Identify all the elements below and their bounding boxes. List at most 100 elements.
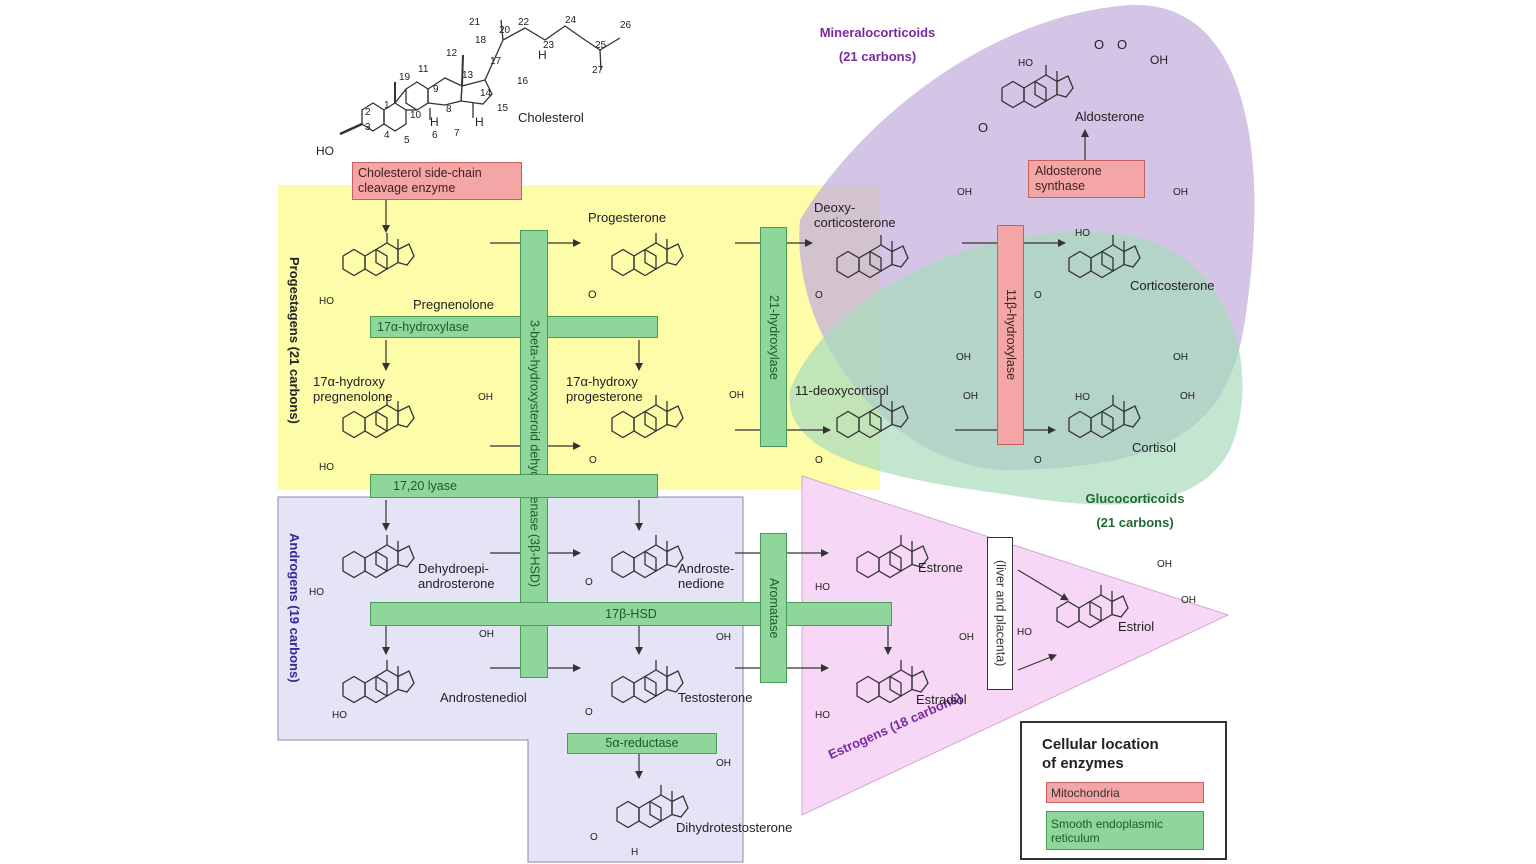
carbon-number: 26 [620,20,632,31]
label-deoxycorticosterone: Deoxy- corticosterone [814,200,896,230]
enzyme-cholesterol-scc[interactable]: Cholesterol side-chain cleavage enzyme [352,162,522,200]
legend-title-line1: Cellular location [1042,736,1159,753]
carbon-number: 15 [497,103,509,114]
estrogens-region [801,475,1230,816]
label-corticosterone: Corticosterone [1130,278,1215,293]
carbon-number: 27 [592,65,604,76]
carbon-number: 25 [595,40,607,51]
carbon-number: 2 [365,107,371,118]
enzyme-aromatase-label: Aromatase [767,577,781,639]
cholesterol-structure [339,19,621,136]
enzyme-cholesterol-scc-line2: cleavage enzyme [358,181,456,195]
group-oh-hydroxyprogesterone: OH [729,390,744,401]
enzyme-11b-hydroxylase[interactable]: 11β-hydroxylase [997,225,1024,445]
enzyme-17b-hsd[interactable]: 17β-HSD [370,602,892,626]
group-o-deoxycorticosterone: O [815,290,823,301]
carbon-number: 21 [469,17,481,28]
enzyme-17b-hsd-label: 17β-HSD [605,606,657,621]
label-estradiol: Estradiol [916,692,967,707]
label-dihydrotestosterone: Dihydrotestosterone [676,820,793,835]
label-cholesterol: Cholesterol [518,110,584,125]
label-dhea-line2: androsterone [418,576,495,591]
legend-item-smooth-er-line2: reticulum [1051,830,1100,845]
carbon-number: 17 [490,56,502,67]
enzyme-11b-hydroxylase-label: 11β-hydroxylase [1004,289,1018,381]
group-oh-cortisol-top: OH [1173,352,1188,363]
group-ho-estrone: HO [815,582,830,593]
group-oh-deoxycortisol-side: OH [963,391,978,402]
group-oh-estriol-top: OH [1157,559,1172,570]
label-hydroxypregnenolone-line2: pregnenolone [313,389,393,404]
group-o-cortisol: O [1034,455,1042,466]
carbon-number: 10 [410,110,422,121]
group-o-aldosterone-aldehyde: O [1094,37,1105,52]
mineralocorticoids-title-line2: (21 carbons) [838,49,917,64]
label-hydroxyprogesterone-line2: progesterone [566,389,643,404]
enzyme-17-20-lyase[interactable]: 17,20 lyase [370,474,658,498]
progestagens-title: Progestagens (21 carbons) [287,256,302,424]
group-h-cholesterol-1: H [430,115,439,129]
carbon-number: 18 [475,35,487,46]
androgens-title: Androgens (19 carbons) [287,532,302,683]
carbon-number: 20 [499,25,511,36]
mineralocorticoids-title-line1: Mineralocorticoids [819,25,936,40]
group-oh-cortisol-side: OH [1180,391,1195,402]
group-oh-corticosterone: OH [1173,187,1188,198]
label-deoxycorticosterone-line1: Deoxy- [814,200,856,215]
enzyme-5a-reductase[interactable]: 5α-reductase [567,733,717,754]
label-cortisol: Cortisol [1132,440,1177,455]
legend-item-smooth-er-line1: Smooth endoplasmic [1051,816,1164,831]
legend-title: Cellular location of enzymes [1042,735,1159,773]
group-ho-estradiol: HO [815,710,830,721]
group-h-cholesterol-3: H [538,48,547,62]
enzyme-liver-placenta[interactable]: (liver and placenta) [987,537,1013,690]
enzyme-aromatase[interactable]: Aromatase [760,533,787,683]
group-o-testosterone: O [585,707,593,718]
group-ho-dhea: HO [309,587,324,598]
group-ho-androstenediol: HO [332,710,347,721]
legend-item-mitochondria-label: Mitochondria [1051,785,1120,800]
carbon-number: 22 [518,17,530,28]
label-pregnenolone: Pregnenolone [413,297,494,312]
label-progesterone: Progesterone [588,210,667,225]
enzyme-21-hydroxylase[interactable]: 21-hydroxylase [760,227,787,447]
legend-item-smooth-er: Smooth endoplasmic reticulum [1046,811,1204,850]
legend: Cellular location of enzymes Mitochondri… [1020,721,1227,860]
carbon-number: 24 [565,15,577,26]
group-o-deoxycortisol: O [815,455,823,466]
carbon-number: 14 [480,88,492,99]
label-hydroxypregnenolone-line1: 17α-hydroxy [313,374,385,389]
enzyme-aldosterone-synthase[interactable]: Aldosterone synthase [1028,160,1145,198]
label-estrone: Estrone [918,560,963,575]
carbon-number: 8 [446,104,452,115]
mineralocorticoids-title: Mineralocorticoids (21 carbons) [800,21,955,69]
enzyme-3b-hsd-label: 3-beta-hydroxysteroid dehydrogenase (3β-… [527,320,542,588]
carbon-number: 6 [432,130,438,141]
group-h-dihydrotestosterone: H [631,847,639,858]
carbon-number: 9 [433,84,439,95]
group-ho-pregnenolone: HO [319,296,334,307]
label-deoxycorticosterone-line2: corticosterone [814,215,896,230]
carbon-number: 3 [365,122,371,133]
carbon-number: 4 [384,130,390,141]
label-androstenedione: Androste- nedione [678,561,734,591]
legend-item-mitochondria: Mitochondria [1046,782,1204,803]
group-ho-hydroxypregnenolone: HO [319,462,334,473]
enzyme-aldosterone-synthase-line1: Aldosterone [1035,164,1102,178]
label-deoxycortisol: 11-deoxycortisol [795,383,889,398]
carbon-number: 1 [384,100,390,111]
group-o-progesterone: O [588,289,597,301]
carbon-number: 19 [399,72,411,83]
group-o-hydroxyprogesterone: O [589,455,597,466]
enzyme-17-20-lyase-label: 17,20 lyase [393,478,457,493]
label-dhea: Dehydroepi- androsterone [418,561,495,591]
label-androstenedione-line2: nedione [678,576,725,591]
label-androstenediol: Androstenediol [440,690,527,705]
group-ho-corticosterone: HO [1075,228,1090,239]
enzyme-17a-hydroxylase[interactable]: 17α-hydroxylase [370,316,658,338]
androgens-region [277,496,744,863]
group-oh-hydroxypregnenolone: OH [478,392,493,403]
group-ho-cortisol: HO [1075,392,1090,403]
carbon-number: 16 [517,76,529,87]
label-aldosterone: Aldosterone [1075,109,1145,124]
